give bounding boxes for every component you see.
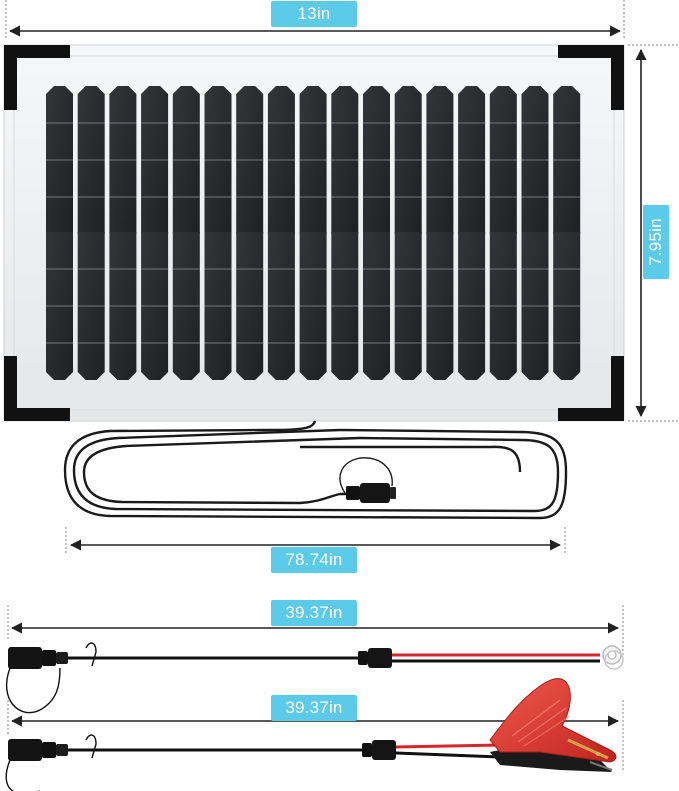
clamp-cable-length-label: 39.37in [271, 695, 357, 721]
height-dimension [628, 44, 679, 422]
corner-bracket-bottom-right [558, 356, 624, 421]
panel-width-label: 13in [271, 1, 357, 27]
solar-cell-grid [46, 86, 581, 380]
sae-connector-icon [8, 739, 68, 761]
panel-cable-length-label: 78.74in [271, 547, 357, 573]
ring-terminal-cable [5, 642, 624, 714]
sae-connector-icon [346, 483, 396, 503]
alligator-clamp-cable [5, 678, 617, 791]
corner-bracket-top-left [4, 45, 70, 110]
panel-cable-dimension [65, 527, 566, 555]
solar-panel-icon [3, 44, 625, 422]
panel-cable-coil [63, 420, 568, 520]
panel-height-label: 7.95in [643, 205, 669, 279]
ring-cable-dimension [7, 605, 624, 660]
corner-bracket-bottom-left [4, 356, 70, 421]
ring-cable-length-label: 39.37in [271, 600, 357, 626]
ring-terminal-icon [602, 645, 624, 670]
width-dimension [5, 0, 625, 40]
sae-connector-icon [8, 647, 68, 669]
corner-bracket-top-right [558, 45, 624, 110]
alligator-clamp-icon [489, 678, 617, 772]
